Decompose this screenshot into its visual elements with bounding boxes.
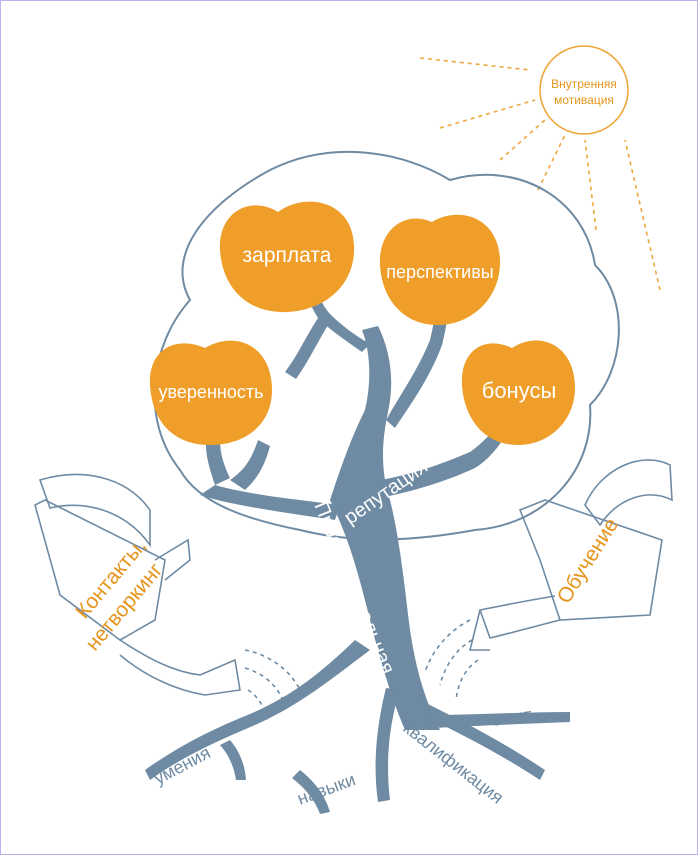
sun-label-line2: мотивация <box>554 93 614 107</box>
fruit-label-prospects: перспективы <box>386 262 493 282</box>
fruit-label-salary: зарплата <box>243 244 332 267</box>
watering-can-right <box>468 459 673 651</box>
fruit-label-confidence: уверенность <box>159 382 264 402</box>
fruit-label-bonuses: бонусы <box>482 378 557 403</box>
root-label-experience: опыт <box>490 704 533 730</box>
fruit-perspektivy: перспективы <box>379 214 500 325</box>
fruit-bonusy: бонусы <box>461 340 575 445</box>
water-spray-left <box>244 649 301 723</box>
sun: Внутренняя мотивация <box>419 45 661 291</box>
sun-label-line1: Внутренняя <box>551 77 617 91</box>
watering-can-left <box>34 473 241 696</box>
root-label-qualification: квалификация <box>400 717 508 807</box>
water-spray-right <box>424 619 479 701</box>
fruit-uverennost: уверенность <box>149 340 272 445</box>
sun-circle <box>539 45 629 135</box>
fruit-zarplata: зарплата <box>219 201 355 313</box>
sun-rays <box>419 57 661 291</box>
can-label-learning: Обучение <box>553 514 623 608</box>
